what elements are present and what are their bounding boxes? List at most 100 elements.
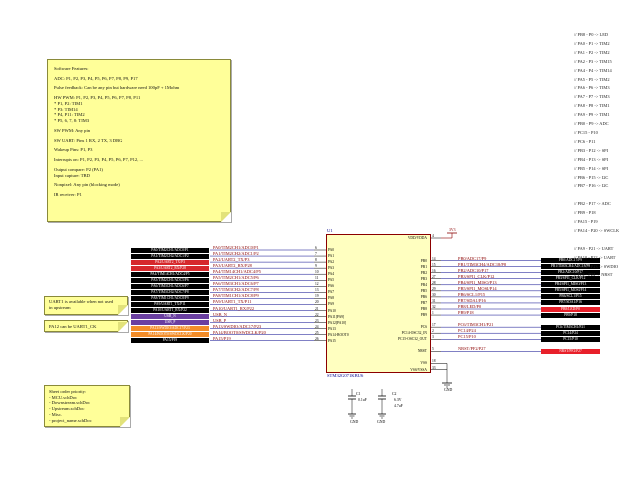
note-fold-corner xyxy=(221,212,231,222)
right-net-label: PB6/SCL1/P15 xyxy=(458,291,486,297)
software-features-note: Software Features:ADC: P1, P2, P3, P4, P… xyxy=(47,59,231,222)
mcu-pin-name: PA15 xyxy=(328,338,336,343)
right-port-tag: PB8/LED/P0 xyxy=(541,306,600,312)
left-port-tag: PA14/BOOT0/SWDCLK/P20 xyxy=(131,332,209,338)
software-features-lines: Software Features:ADC: P1, P2, P3, P4, P… xyxy=(54,66,224,198)
pin-map-line: // PA0 - P1 -> TIM2 xyxy=(574,40,610,46)
left-net-label: PA6/TIM3CH1/ADC6/P7 xyxy=(213,281,259,287)
mcu-pin-name: PA11[PA9] xyxy=(328,314,345,319)
left-port-tag: USB_N xyxy=(131,314,209,320)
software-feature-line: SW UART: Pins 1 RX, 2 TX, 3 DBG xyxy=(54,137,123,143)
mcu-pin-number: 31 xyxy=(432,298,436,303)
sheet-order-note: Sheet order priority:- MCU.schDoc- Downs… xyxy=(44,385,130,427)
software-feature-line: SW PWM: Any pin xyxy=(54,127,91,133)
mcu-pin-name: NRST xyxy=(417,349,427,354)
mcu-pin-number: 5 xyxy=(432,347,434,352)
pin-map-line: // PB6 - P15 -> I2C xyxy=(574,174,609,180)
pin-map-line: // PB9 - P18 xyxy=(574,210,596,216)
mcu-pin-number: 19 xyxy=(315,294,319,299)
right-net-label: PB2/ADC10/P17 xyxy=(458,267,489,273)
mcu-pin-number: 8 xyxy=(315,258,317,263)
mcu-pin-name: VSS xyxy=(420,361,427,366)
mcu-pin-number: 22 xyxy=(315,312,319,317)
note-fold-corner xyxy=(118,322,128,332)
pin-map-line: // PA8 - P8 -> TIM1 xyxy=(574,103,610,109)
mcu-pin-name: VDD/VDDA xyxy=(407,236,427,240)
pin-map-line: // PA4 - P4 -> TIM14 xyxy=(574,67,612,73)
mcu-body[interactable] xyxy=(326,234,431,373)
right-port-tag: PB6/SCL1/P15 xyxy=(541,294,600,300)
right-port-tag: PB9/P18 xyxy=(541,312,600,318)
right-port-tag: PC6/TIM3CH1/P21 xyxy=(541,324,600,330)
mcu-designator: U1 xyxy=(327,228,333,233)
software-feature-line: Input capture: TBD xyxy=(54,172,90,178)
mcu-pin-name: PC15-OSC32_OUT xyxy=(398,337,427,342)
pin-map-line: // PA9 - P21 -> UART xyxy=(574,245,614,251)
mcu-pin-number: 32 xyxy=(432,305,436,309)
mcu-pin-number: 33 xyxy=(432,365,436,370)
left-net-label: PA0/TIM2CH1/ADC0/P1 xyxy=(213,245,259,250)
right-net-label: NRST/PF2/P27 xyxy=(458,346,486,352)
mcu-pin-number: 28 xyxy=(432,280,436,285)
pa12-note-line: PA12 can be UART1_CK xyxy=(49,324,97,329)
software-feature-line: Output compare: P2 (PA1) xyxy=(54,166,103,172)
mcu-pin-name: PB8 xyxy=(420,307,427,311)
right-net-label: PB4/SPI1_MISO/P13 xyxy=(458,279,497,285)
right-port-tag: PB3/SPI1_CLK/P12 xyxy=(541,276,600,282)
mcu-pin-name: VSS/VSSA xyxy=(410,367,427,372)
left-net-label: PA14/BOOT0/SWDCLK/P20 xyxy=(213,329,266,335)
left-net-label: PA10/UART1_RX/P22 xyxy=(213,305,255,311)
left-port-tag: PA13/SWDIO/ADC17/P23 xyxy=(131,326,209,332)
right-net-label: PB7/SDA1/P16 xyxy=(458,297,486,303)
mcu-pin-number: 15 xyxy=(432,262,436,267)
mcu-pin-number: 6 xyxy=(315,246,317,250)
vdd-power-label: 3V3 xyxy=(449,228,456,232)
mcu-pin-number: 27 xyxy=(432,274,436,279)
mcu-pin-name: PA12[PA10] xyxy=(328,320,347,325)
mcu-pin-name: PC6 xyxy=(420,325,427,330)
mcu-pin-name: PA3 xyxy=(328,266,335,271)
uart-note-line-2: in upstream xyxy=(49,304,71,310)
mcu-pin-number: 25 xyxy=(315,330,319,335)
left-port-tag: PA15/P19 xyxy=(131,338,209,344)
left-net-label: USB_N xyxy=(213,311,227,317)
mcu-pin-number: 20 xyxy=(315,300,319,305)
mcu-pin-number: 10 xyxy=(315,270,319,275)
mcu-pin-name: PB6 xyxy=(420,294,427,299)
left-net-label: PA13/SWDIO/ADC17/P23 xyxy=(213,323,262,329)
software-feature-line: IR receiver: P1 xyxy=(54,192,82,198)
pin-map-line: // PA13 - P23 -> SWDIO xyxy=(574,263,619,269)
right-net-label: PB1/TIM3CH4/ADC18/P8 xyxy=(458,261,507,267)
left-port-tag: PA10/UART1_RX/P22 xyxy=(131,308,209,313)
cap-c1-value: 0.1uF xyxy=(358,398,367,402)
left-port-tag: PA9/UART1_TX/P11 xyxy=(131,301,209,307)
mcu-pin-number: 29 xyxy=(432,286,436,291)
pin-map-line: // PF2 - P24 -> NRST xyxy=(574,272,613,278)
pin-map-line: // PC15 - P10 xyxy=(574,129,598,135)
mcu-pin-name: PA8 xyxy=(328,296,335,301)
mcu-pin-number: 12 xyxy=(315,282,319,287)
mcu-pin-number: 2 xyxy=(432,329,434,334)
pin-map-line: // PA14 - P20 -> SWCLK xyxy=(574,227,619,233)
gnd-label-2: GND xyxy=(377,420,386,424)
left-port-tag: PA6/TIM3CH1/ADC6/P7 xyxy=(131,283,209,289)
uart-note-line-1: UART1 is available when not used xyxy=(49,299,114,304)
mcu-pin-name: PB7 xyxy=(420,300,427,305)
mcu-pin-name: PB4 xyxy=(420,282,427,287)
right-port-tag: PB5/SPI1_MOSI/P14 xyxy=(541,288,600,294)
left-port-tag: PA0/TIM2CH1/ADC0/P1 xyxy=(131,247,209,253)
gnd-label-3: GND xyxy=(444,388,453,392)
mcu-pin-name: PB5 xyxy=(420,288,427,293)
software-feature-line: * P1, P2: TIM1 xyxy=(54,100,83,106)
sheet-order-line: - project_name.schDoc xyxy=(49,417,92,423)
mcu-pin-name: PA5 xyxy=(328,278,335,283)
mcu-pin-number: 7 xyxy=(315,252,317,257)
sheet-order-line: - MCU.schDoc xyxy=(49,394,78,400)
right-port-tag: PC15/P10 xyxy=(541,336,600,342)
left-port-tag: PA4/TIM14CH1/ADC4/P5 xyxy=(131,271,209,277)
pin-map-line: // PA15 - P19 xyxy=(574,219,598,225)
right-net-label: PB9/P18 xyxy=(458,310,474,316)
left-port-tag: PA2/UART2_TX/P3 xyxy=(131,259,209,265)
pin-map-spacer xyxy=(574,191,619,200)
